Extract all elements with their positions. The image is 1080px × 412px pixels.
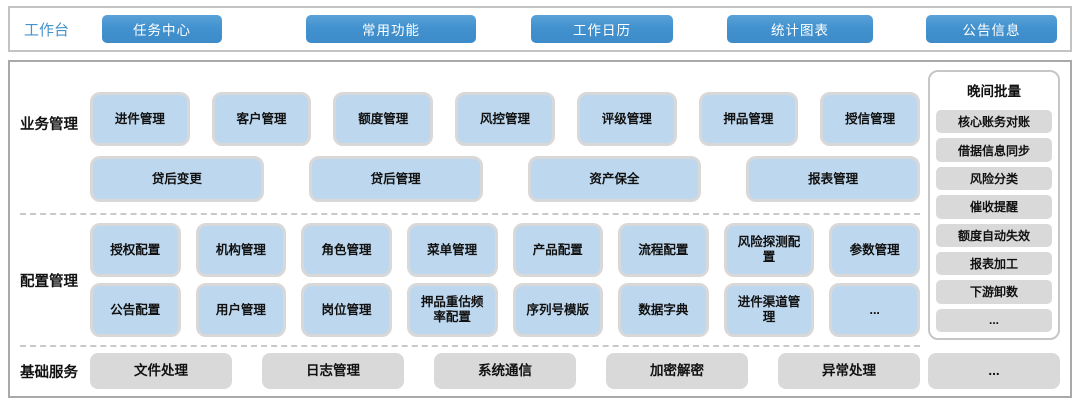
workbench-button-common-functions[interactable]: 常用功能 (306, 15, 476, 43)
config-module-box: 序列号模版 (512, 283, 604, 337)
batch-item: 额度自动失效 (936, 223, 1052, 247)
batch-item: 借据信息同步 (936, 138, 1052, 162)
config-module-box: 菜单管理 (406, 223, 498, 277)
config-module-box: 机构管理 (195, 223, 287, 277)
base-service-box: 日志管理 (262, 353, 404, 389)
config-module-box: 产品配置 (512, 223, 604, 277)
business-module-box: 授信管理 (820, 92, 920, 146)
business-module-box: 贷后变更 (90, 156, 264, 202)
config-module-box: 风险探测配置 (723, 223, 815, 277)
config-row-1: 授权配置 机构管理 角色管理 菜单管理 产品配置 流程配置 风险探测配置 参数管… (90, 220, 920, 280)
business-module-box: 风控管理 (455, 92, 555, 146)
section-divider (20, 213, 920, 215)
batch-item: 报表加工 (936, 251, 1052, 276)
business-module-box: 资产保全 (527, 156, 702, 202)
config-module-box: 押品重估频率配置 (406, 283, 498, 337)
workbench-bar: 工作台 任务中心 常用功能 工作日历 统计图表 公告信息 (8, 6, 1072, 52)
batch-item: 风险分类 (936, 166, 1052, 191)
business-module-box: 报表管理 (746, 156, 920, 202)
base-service-box-more: ... (928, 353, 1060, 389)
config-module-box: 参数管理 (829, 223, 920, 277)
config-module-box: 角色管理 (301, 223, 392, 277)
night-batch-title: 晚间批量 (967, 84, 1021, 99)
base-service-box: 系统通信 (434, 353, 576, 389)
workbench-button-work-calendar[interactable]: 工作日历 (531, 15, 673, 43)
section-divider (20, 345, 920, 347)
batch-item: 核心账务对账 (936, 110, 1052, 134)
config-module-box: 数据字典 (618, 283, 709, 337)
business-row-2: 贷后变更 贷后管理 资产保全 报表管理 (90, 150, 920, 208)
batch-item-more: ... (936, 308, 1052, 332)
config-module-box: 进件渠道管理 (723, 283, 815, 337)
config-module-box: 流程配置 (618, 223, 709, 277)
architecture-panel: 业务管理 配置管理 基础服务 进件管理 客户管理 额度管理 风控管理 评级管理 … (8, 60, 1072, 398)
config-module-box: 公告配置 (90, 283, 181, 337)
base-service-box: 加密解密 (606, 353, 748, 389)
business-module-box: 评级管理 (576, 92, 677, 146)
business-module-box: 押品管理 (698, 92, 799, 146)
section-label-base-services: 基础服务 (20, 364, 78, 381)
base-service-box: 异常处理 (778, 353, 920, 389)
business-row-1: 进件管理 客户管理 额度管理 风控管理 评级管理 押品管理 授信管理 (90, 70, 920, 150)
config-module-box: 岗位管理 (301, 283, 392, 337)
config-module-box: 用户管理 (195, 283, 287, 337)
business-module-box: 贷后管理 (308, 156, 483, 202)
base-services-row: 文件处理 日志管理 系统通信 加密解密 异常处理 (90, 352, 920, 390)
workbench-button-announcements[interactable]: 公告信息 (926, 15, 1057, 43)
workbench-label: 工作台 (24, 21, 70, 39)
batch-item: 催收提醒 (936, 195, 1052, 219)
config-module-box: 授权配置 (90, 223, 181, 277)
section-label-config: 配置管理 (20, 273, 78, 290)
workbench-button-statistics-charts[interactable]: 统计图表 (727, 15, 873, 43)
business-module-box: 进件管理 (90, 92, 190, 146)
business-module-box: 客户管理 (211, 92, 312, 146)
base-service-box: 文件处理 (90, 353, 232, 389)
batch-item: 下游卸数 (936, 280, 1052, 304)
config-module-box-more: ... (829, 283, 920, 337)
business-module-box: 额度管理 (333, 92, 434, 146)
night-batch-panel: 晚间批量 核心账务对账 借据信息同步 风险分类 催收提醒 额度自动失效 报表加工… (928, 70, 1060, 340)
config-row-2: 公告配置 用户管理 岗位管理 押品重估频率配置 序列号模版 数据字典 进件渠道管… (90, 280, 920, 340)
workbench-button-task-center[interactable]: 任务中心 (102, 15, 222, 43)
section-label-business: 业务管理 (20, 117, 78, 133)
